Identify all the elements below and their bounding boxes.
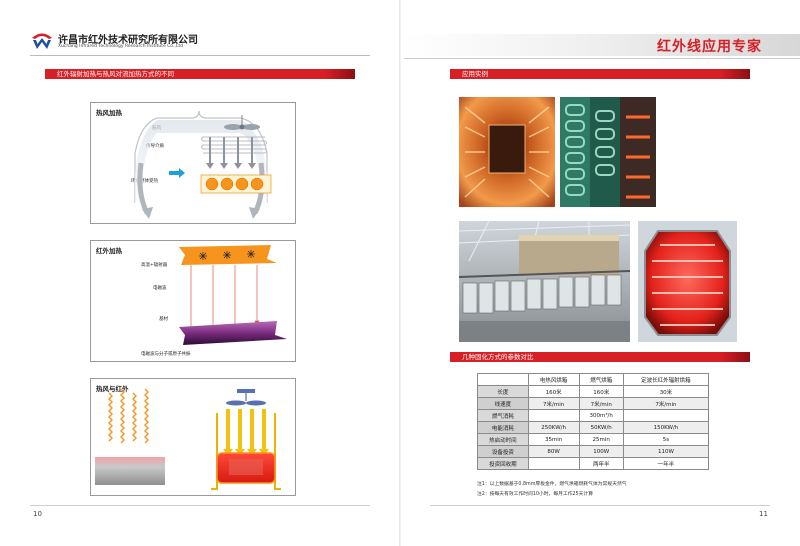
table-header-row: 电热风烘箱 燃气烘箱 定波长红外辐射烘箱 — [477, 373, 710, 386]
table-cell: 100W — [578, 445, 624, 458]
company-logo-icon — [32, 33, 52, 49]
panel-hot-air: 热风加热 鼓风 传导介质 环绕整体受热 — [90, 102, 296, 224]
label-caption: 电磁波与分子或原子共振 — [141, 352, 191, 357]
label-wave: 电磁波 — [153, 286, 167, 291]
panel-title: 热风加热 — [96, 109, 122, 117]
row-header: 热启动时间 — [477, 433, 529, 446]
row-header: 长度 — [477, 385, 529, 398]
row-header: 电能消耗 — [477, 421, 529, 434]
section-title-left: 红外辐射加热与热风对流加热方式的不同 — [45, 69, 355, 79]
header-band — [404, 34, 800, 56]
table-cell: 110W — [622, 445, 710, 458]
fan-icon — [224, 115, 260, 130]
photo-oven-interior — [459, 97, 555, 207]
page-spine — [399, 0, 401, 546]
table-cell: 50KW/h — [578, 421, 624, 434]
heated-block — [95, 457, 165, 485]
table-row: 长度 160米 160米 30米 — [477, 385, 710, 398]
row-header: 投资回收期 — [477, 457, 529, 470]
table-header-cell: 燃气烘箱 — [578, 373, 624, 386]
emitter-sparks — [199, 250, 255, 260]
table-row: 线速度 7米/min 7米/min 7米/min — [477, 397, 710, 410]
panel-infrared: 红外加热 高温+辐射器 电磁波 基材 电磁波与分子或原子共振 — [90, 240, 296, 362]
table-cell: 一年半 — [622, 457, 710, 470]
combined-diagram — [95, 388, 281, 490]
section-title-table: 几种固化方式的参数对比 — [450, 352, 750, 362]
table-header-cell — [477, 373, 529, 386]
table-cell: 两年半 — [578, 457, 624, 470]
table-row: 热启动时间 35min 25min 5s — [477, 433, 710, 446]
section-title-photos: 应用实例 — [450, 69, 750, 79]
page-number-left: 10 — [33, 510, 42, 518]
table-cell: 7米/min — [578, 397, 624, 410]
page-number-right: 11 — [759, 510, 768, 518]
row-header: 设备投资 — [477, 445, 529, 458]
photo-emitter-panels — [560, 97, 656, 207]
hot-air-diagram — [134, 110, 272, 219]
table-cell — [527, 409, 580, 422]
note-2: 注2：按每天有效工作时间10小时，每月工作25天计算 — [477, 492, 593, 497]
table-cell: 80W — [527, 445, 580, 458]
label-workpiece: 环绕整体受热 — [131, 179, 158, 184]
label-substrate: 基材 — [159, 317, 168, 322]
table-row: 燃气消耗 300m³/h — [477, 409, 710, 422]
table-cell: 160米 — [527, 385, 580, 398]
footer-divider-right — [430, 505, 770, 506]
table-row: 投资回收期 两年半 一年半 — [477, 457, 710, 470]
table-header-cell: 电热风烘箱 — [527, 373, 580, 386]
table-cell: 150KW/h — [622, 421, 710, 434]
comparison-table: 电热风烘箱 燃气烘箱 定波长红外辐射烘箱 长度 160米 160米 30米 线速… — [477, 373, 710, 470]
table-cell: 5s — [622, 433, 710, 446]
photo-production-line — [459, 221, 630, 342]
infrared-diagram — [179, 245, 287, 345]
table-cell: 250KW/h — [527, 421, 580, 434]
footer-divider-left — [30, 505, 370, 506]
fan-icon — [226, 389, 266, 406]
header-band-divider — [404, 58, 800, 59]
table-cell: 7米/min — [622, 397, 710, 410]
label-emitter: 高温+辐射器 — [141, 263, 168, 268]
note-1: 注1：以上数据基于0.8mm厚板金件，燃气烘箱燃耗气体为常规天然气 — [477, 482, 627, 487]
table-cell — [622, 409, 710, 422]
table-cell: 160米 — [578, 385, 624, 398]
table-row: 设备投资 80W 100W 110W — [477, 445, 710, 458]
label-medium: 传导介质 — [146, 144, 164, 149]
slogan: 红外线应用专家 — [657, 39, 762, 55]
header-divider — [30, 55, 370, 56]
table-cell: 25min — [578, 433, 624, 446]
table-cell: 300m³/h — [578, 409, 624, 422]
table-header-cell: 定波长红外辐射烘箱 — [622, 373, 710, 386]
table-cell: 35min — [527, 433, 580, 446]
company-name-en: Xuchang Infrared Technology Research Ins… — [58, 44, 183, 49]
heat-wave-lines — [108, 388, 149, 444]
table-cell: 30米 — [622, 385, 710, 398]
table-cell: 7米/min — [527, 397, 580, 410]
panel-hot-air-and-infrared: 热风与红外 — [90, 378, 296, 496]
panel-title: 红外加热 — [96, 247, 122, 255]
company-name-cn: 许昌市红外技术研究所有限公司 — [58, 35, 198, 46]
row-header: 燃气消耗 — [477, 409, 529, 422]
row-header: 线速度 — [477, 397, 529, 410]
table-row: 电能消耗 250KW/h 50KW/h 150KW/h — [477, 421, 710, 434]
table-cell — [527, 457, 580, 470]
photo-red-ir-oven — [638, 221, 737, 342]
panel-title: 热风与红外 — [96, 385, 129, 393]
